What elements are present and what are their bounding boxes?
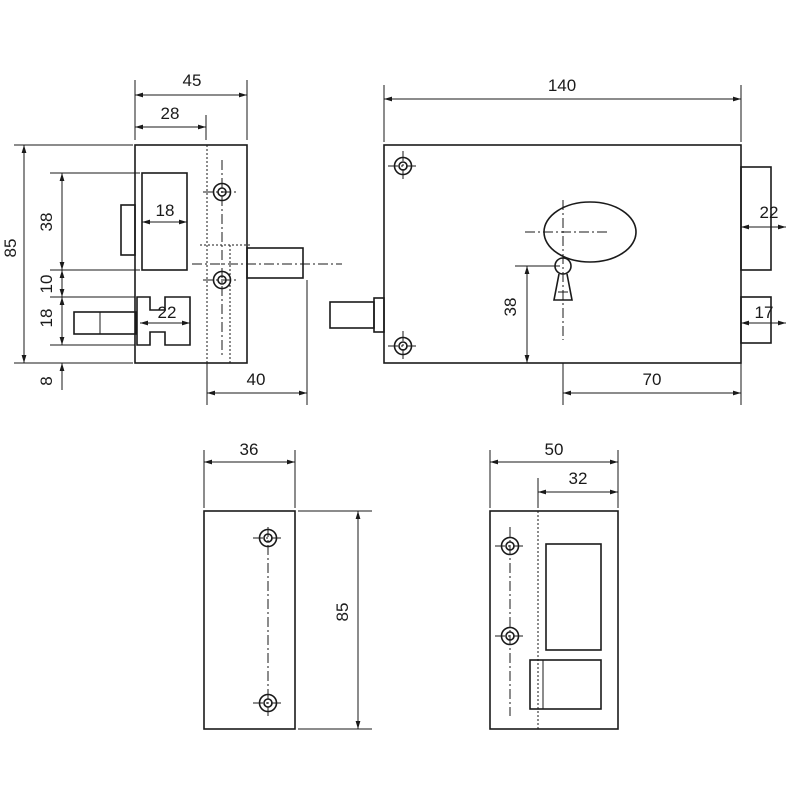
dim-front-height-lower: 18 xyxy=(37,309,56,328)
dim-front-height-upper: 38 xyxy=(37,213,56,232)
dim-front-bolt-projection: 40 xyxy=(247,370,266,389)
dim-front-offset-bottom: 8 xyxy=(37,376,56,385)
front-bolt-stub xyxy=(120,204,136,256)
dim-front-width-inner: 28 xyxy=(161,104,180,123)
dim-keeper-width: 50 xyxy=(545,440,564,459)
keeper-upper-opening xyxy=(545,543,602,651)
side-right-latch-lower xyxy=(740,296,772,344)
keyhole-slot xyxy=(553,273,573,301)
side-view: 140 38 70 22 17 xyxy=(329,76,786,405)
dim-front-window-width: 18 xyxy=(156,201,175,220)
front-right-bolt xyxy=(246,247,304,279)
dim-side-keyhole-height: 38 xyxy=(501,298,520,317)
keeper-outline xyxy=(489,510,619,730)
keeper-view: 50 32 xyxy=(489,440,619,730)
dim-side-latch-upper: 22 xyxy=(760,203,779,222)
dim-side-keyhole-offset: 70 xyxy=(643,370,662,389)
front-view: 45 28 85 38 10 18 8 18 22 40 xyxy=(1,71,342,405)
strike-plate-view: 36 85 xyxy=(203,440,372,730)
front-latch-recess xyxy=(136,296,191,346)
keeper-lower-opening xyxy=(529,659,602,710)
dim-front-gap-mid: 10 xyxy=(37,275,56,294)
front-latch-tongue xyxy=(73,311,137,335)
dim-front-width-total: 45 xyxy=(183,71,202,90)
dim-keeper-inner-width: 32 xyxy=(569,469,588,488)
strike-plate-outline xyxy=(203,510,296,730)
dim-side-length: 140 xyxy=(548,76,576,95)
dim-strike-width: 36 xyxy=(240,440,259,459)
side-right-latch-upper xyxy=(740,166,772,271)
dim-side-latch-lower: 17 xyxy=(755,303,774,322)
dim-strike-height: 85 xyxy=(333,603,352,622)
side-left-bolt xyxy=(329,301,375,329)
dim-front-height-total: 85 xyxy=(1,239,20,258)
dim-front-latch-width: 22 xyxy=(158,303,177,322)
